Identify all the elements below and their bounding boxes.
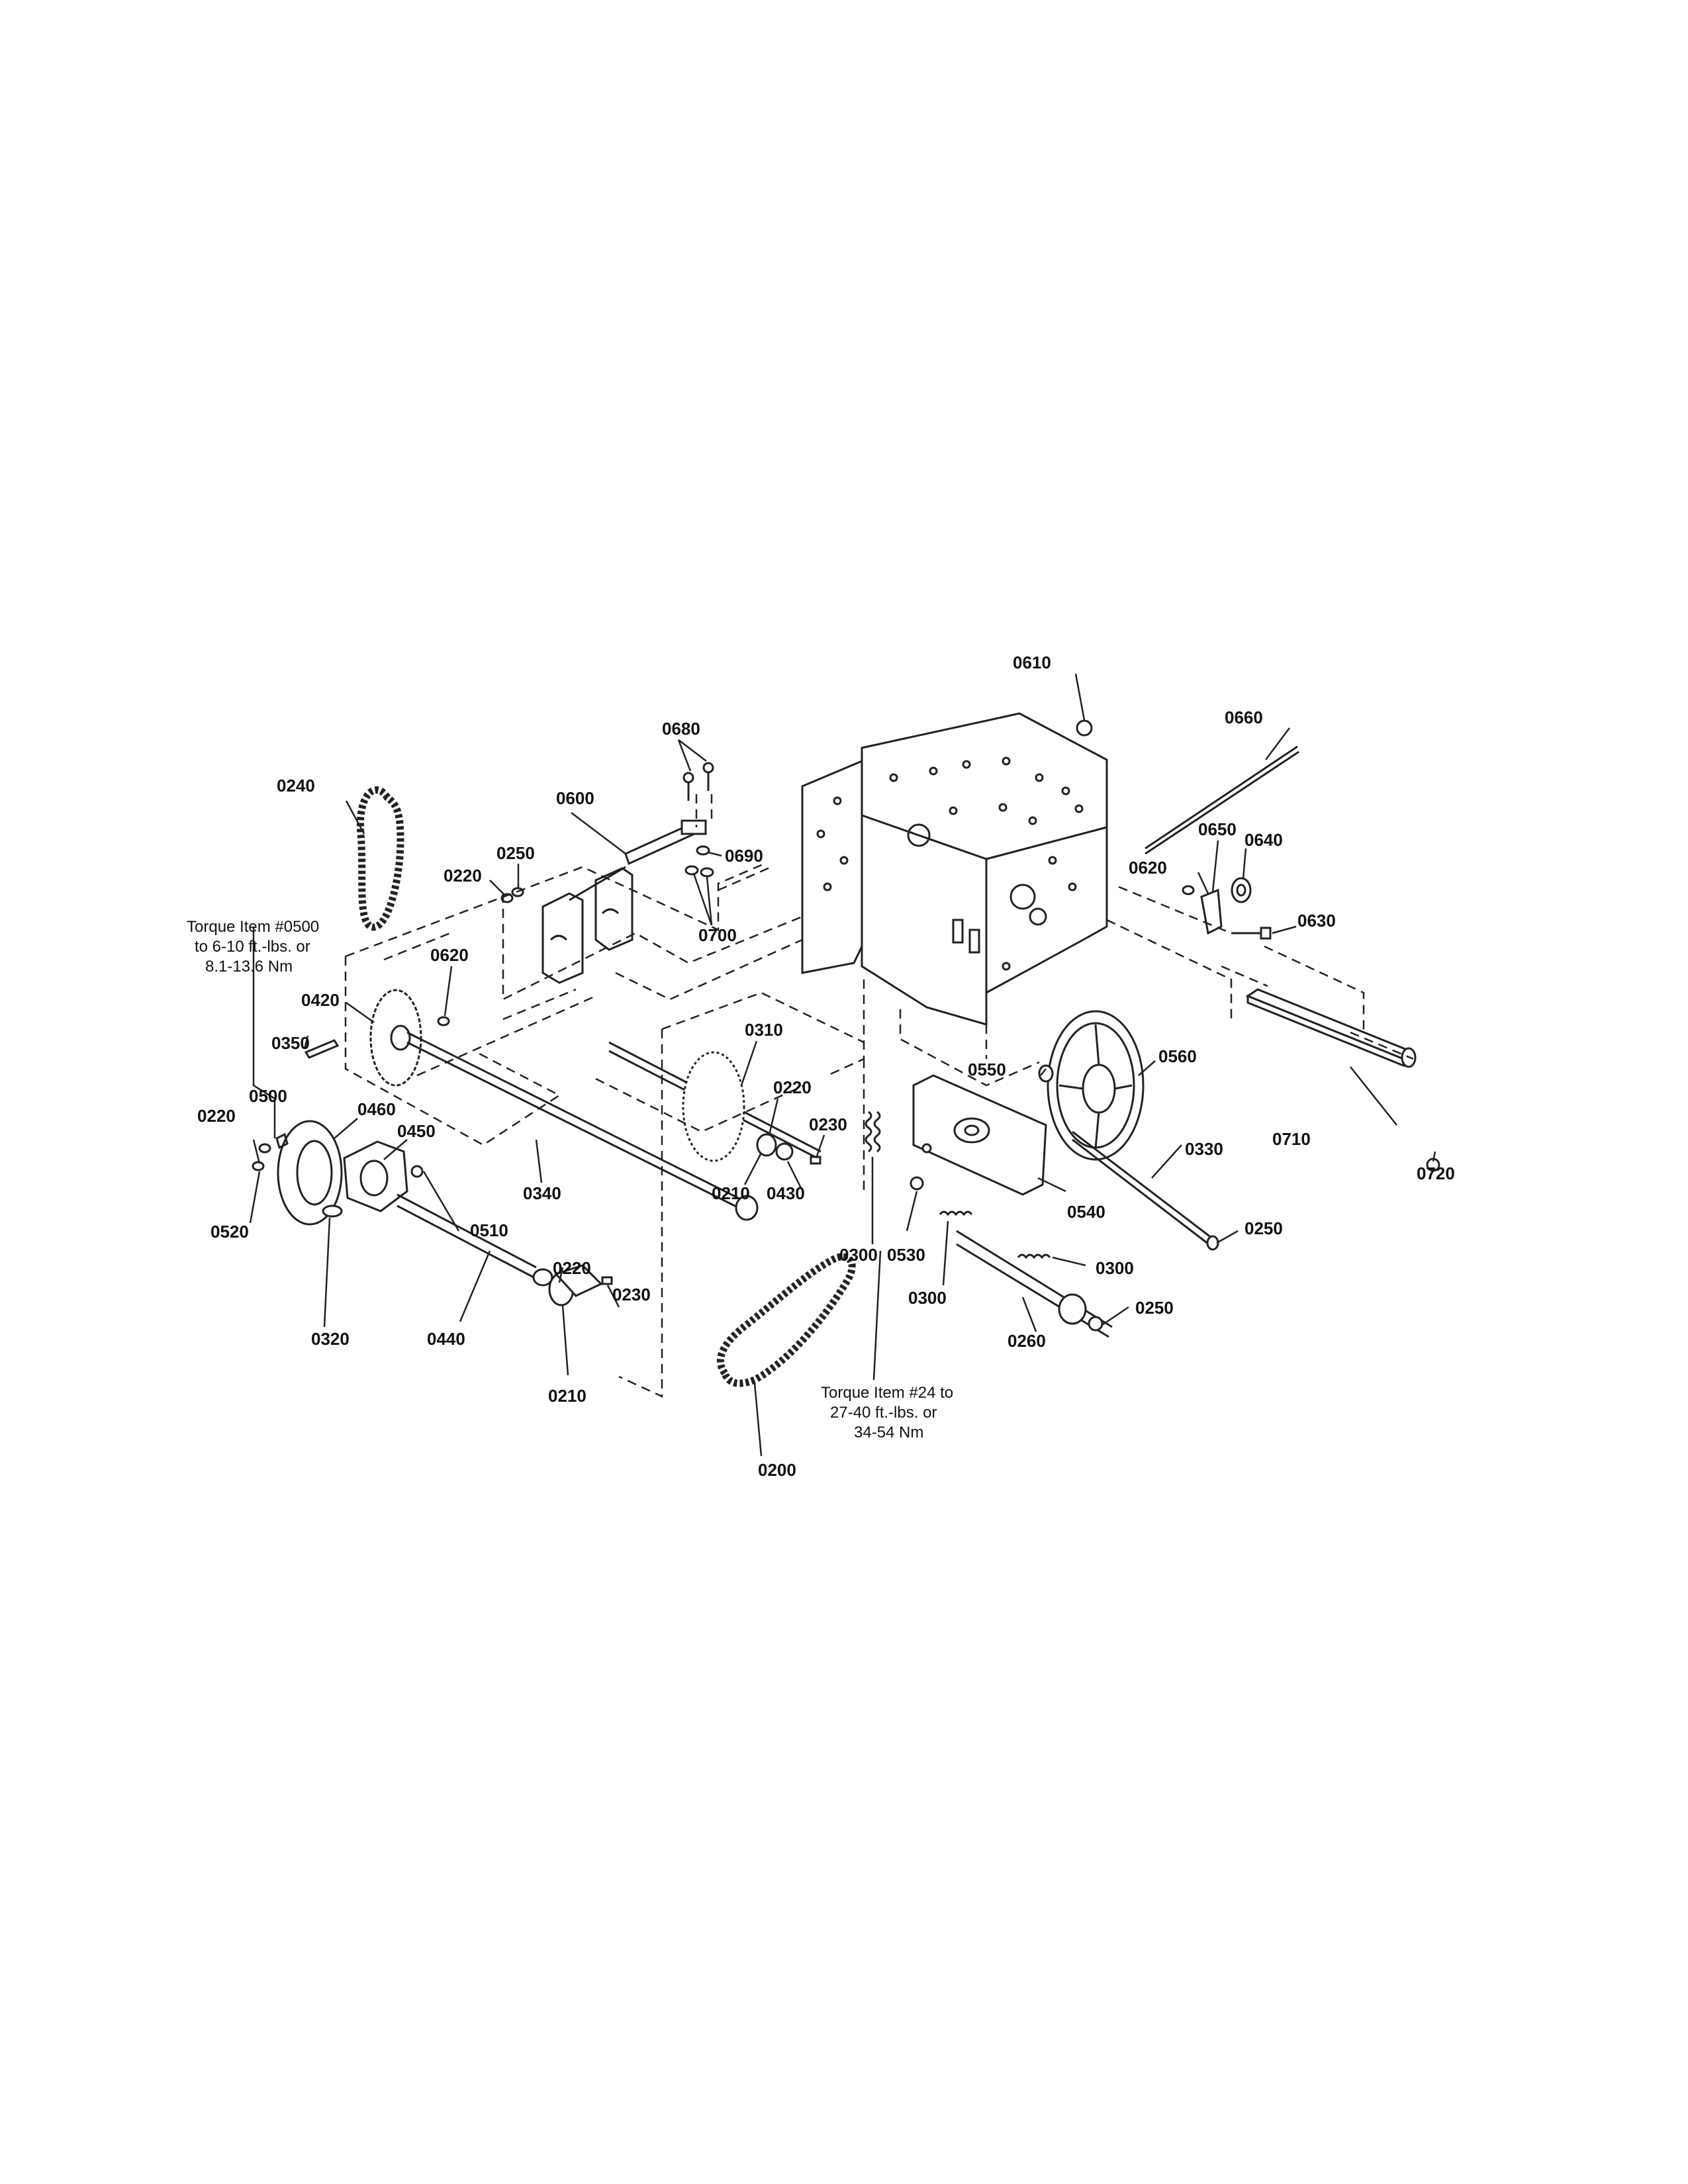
part-label: 0530 [887,1245,925,1265]
part-label: 0250 [1135,1298,1174,1318]
part-label: 0710 [1272,1129,1311,1149]
part-label: 0250 [1244,1218,1283,1238]
chain-0200 [716,1253,856,1387]
torque-note-line: 8.1-13.6 Nm [205,958,293,976]
part-label: 0320 [311,1329,350,1349]
part-label: 0650 [1198,819,1237,839]
part-label: 0300 [839,1245,878,1265]
leader-lines [249,673,1436,1457]
part-label: 0720 [1417,1163,1455,1183]
torque-note-line: 34-54 Nm [854,1424,923,1441]
part-labels: 0610 0660 0680 0600 0690 0700 0240 0250 … [197,653,1455,1480]
part-label: 0340 [523,1183,561,1203]
shaft-0310 [608,1041,821,1165]
part-label: 0220 [197,1106,236,1126]
part-label: 0250 [496,843,535,863]
friction-wheel-0460 [277,1120,343,1226]
torque-note-line: 27-40 ft.-lbs. or [830,1404,937,1422]
part-label: 0230 [809,1115,847,1134]
part-label: 0440 [427,1329,465,1349]
torque-note-line: Torque Item #0500 [187,918,319,936]
axle-0710 [1245,988,1417,1068]
shaft-0440 [397,1193,613,1306]
part-label: 0220 [553,1258,591,1278]
shaft-0260 [956,1230,1113,1338]
part-label: 0420 [301,990,340,1010]
part-label: 0260 [1008,1331,1046,1351]
part-label: 0660 [1225,707,1263,727]
part-label: 0230 [612,1285,651,1304]
part-label: 0560 [1158,1046,1197,1066]
part-label: 0500 [249,1086,287,1106]
part-label: 0690 [725,846,763,866]
part-label: 0220 [444,866,482,886]
assembly-dashed-lines [344,794,1414,1398]
sprocket-0420 [304,989,422,1087]
frame-housing [801,712,1108,1026]
wheel-0560 [1038,1010,1145,1161]
plate-0540 [910,1074,1047,1196]
part-label: 0240 [277,776,315,796]
part-label: 0450 [397,1121,436,1141]
part-label: 0210 [712,1183,750,1203]
chain-0240 [356,786,404,931]
torque-note-0500: Torque Item #0500 to 6-10 ft.-lbs. or 8.… [187,918,319,976]
part-label: 0210 [548,1386,586,1406]
part-label: 0510 [470,1220,508,1240]
part-label: 0520 [211,1222,249,1242]
torque-note-line: Torque Item #24 to [821,1384,953,1402]
part-label: 0430 [767,1183,805,1203]
part-label: 0550 [968,1060,1006,1079]
part-label: 0540 [1067,1202,1105,1222]
torque-note-24: Torque Item #24 to 27-40 ft.-lbs. or 34-… [821,1384,953,1441]
part-label: 0330 [1185,1139,1223,1159]
part-label: 0300 [908,1288,947,1308]
part-label: 0620 [430,945,469,965]
part-label: 0620 [1129,858,1167,878]
part-label: 0310 [745,1020,783,1040]
part-label: 0700 [698,925,737,945]
part-label: 0460 [357,1099,396,1119]
shaft-0340 [406,1031,759,1221]
shift-bracket-0600 [541,819,707,984]
part-label: 0220 [773,1077,812,1097]
part-label: 0610 [1013,653,1051,672]
hub-0450 [252,1132,424,1218]
part-label: 0300 [1096,1258,1134,1278]
hardware-parts [437,719,1440,1172]
part-label: 0200 [758,1460,796,1480]
part-label: 0630 [1297,911,1336,931]
part-label: 0600 [556,788,594,808]
springs-0300 [865,1111,1051,1259]
torque-note-line: to 6-10 ft.-lbs. or [195,938,310,956]
part-label: 0680 [662,719,700,739]
part-label: 0350 [271,1033,310,1053]
shaft-0330 [1072,1130,1219,1251]
part-label: 0640 [1244,830,1283,850]
